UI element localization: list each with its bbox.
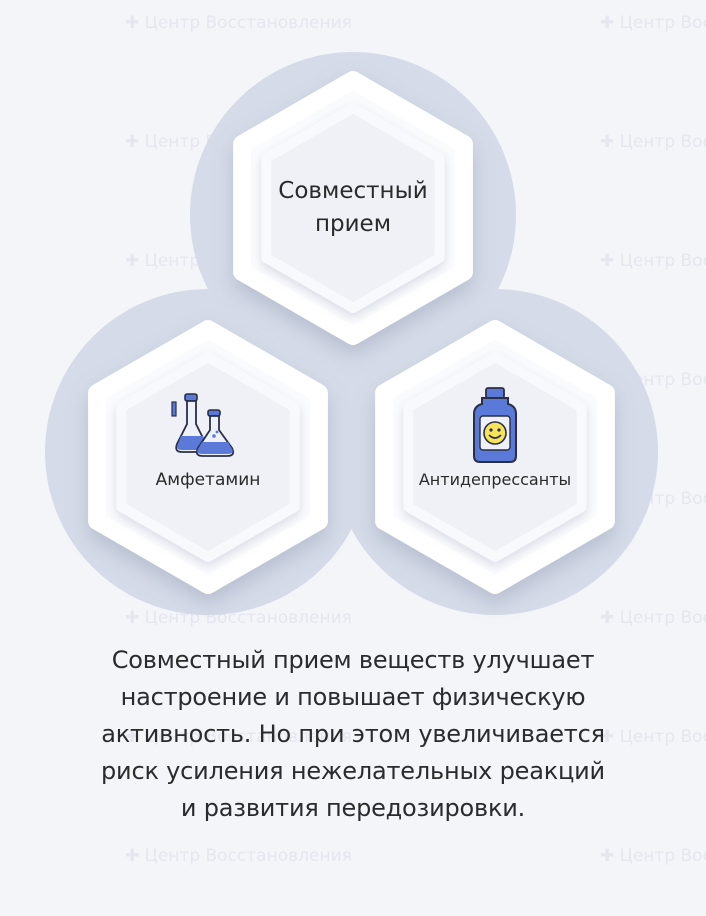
hexagon-top (233, 71, 473, 345)
left-node-label: Амфетамин (156, 470, 261, 490)
description-line: Совместный прием веществ улучшает (111, 646, 595, 674)
hexagon-left (88, 320, 328, 594)
watermark-text: ✚ Центр Восстановления (600, 608, 706, 628)
description-paragraph: Совместный прием веществ улучшает настро… (40, 642, 666, 827)
watermark-text: ✚ Центр Восстановления (125, 608, 352, 628)
right-node-label: Антидепрессанты (419, 470, 571, 489)
hexagon-inner (261, 103, 445, 313)
description-line: риск усиления нежелательных реакций (101, 757, 605, 785)
top-node-label-line1: Совместный (278, 178, 427, 204)
watermark-text: ✚ Центр Восстановления (600, 727, 706, 747)
watermark-text: ✚ Центр Восстановления (600, 132, 706, 152)
watermark-text: ✚ Центр Восстановления (125, 13, 352, 33)
hexagon-inner (116, 352, 300, 562)
watermark-text: ✚ Центр Восстановления (600, 846, 706, 866)
watermark-text: ✚ Центр Восстановления (600, 251, 706, 271)
description-line: активность. Но при этом увеличивается (101, 720, 605, 748)
watermark-text: ✚ Центр Восстановления (125, 846, 352, 866)
flask-icon (171, 393, 235, 457)
top-node-label-line2: прием (315, 211, 391, 237)
description-line: настроение и повышает физическую (120, 683, 586, 711)
description-line: и развития передозировки. (180, 794, 526, 822)
smiley-bottle-icon (473, 387, 517, 463)
watermark-text: ✚ Центр Восстановления (600, 13, 706, 33)
watermark-text: ✚ Центр Восстановления (125, 727, 352, 747)
